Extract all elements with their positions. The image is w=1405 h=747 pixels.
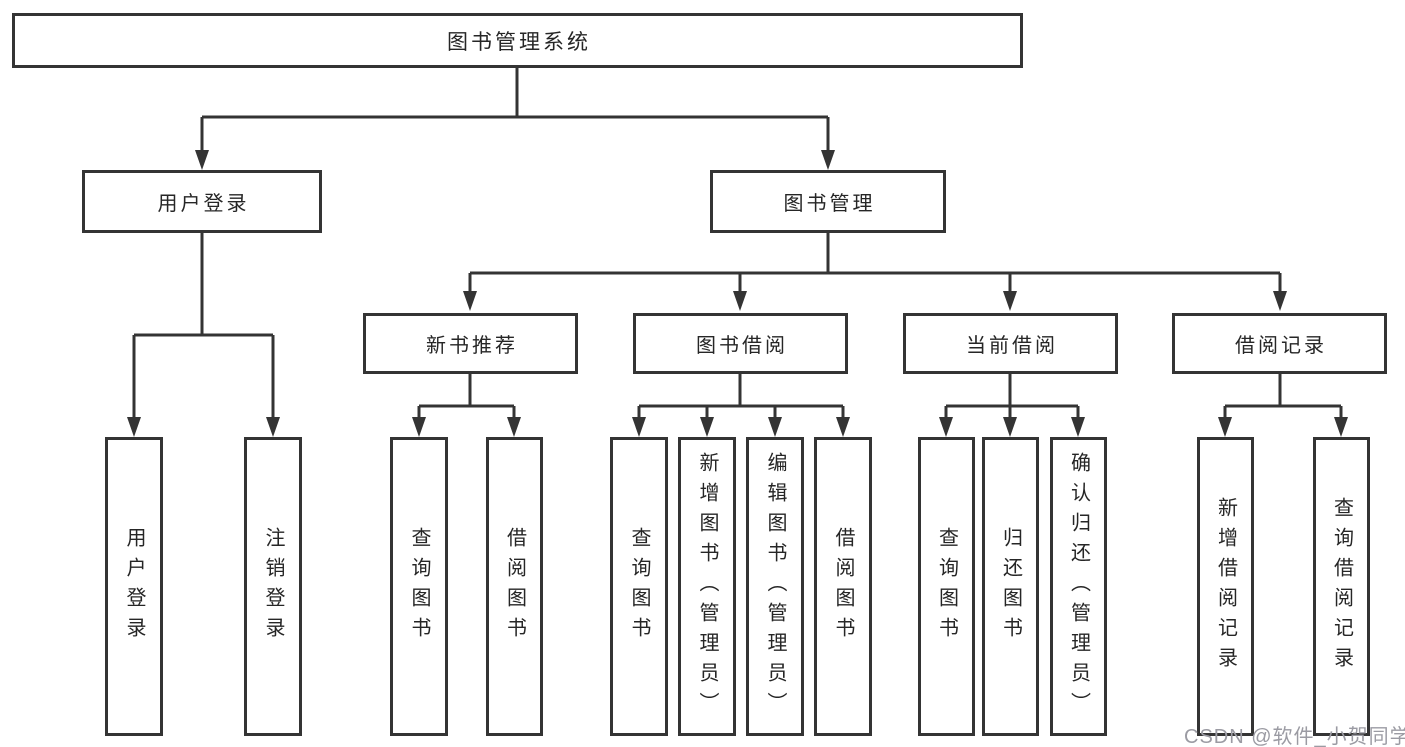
node-leaf-logout-label: 注销登录 xyxy=(262,526,284,647)
node-user-login: 用户登录 xyxy=(82,170,322,233)
node-current-borrowing-label: 当前借阅 xyxy=(966,335,1058,357)
csdn-watermark: CSDN @软件_小贺同学 xyxy=(1184,726,1405,747)
node-leaf-edit-books-admin: 编辑图书（管理员） xyxy=(746,437,804,736)
node-leaf-query-books-c-label: 查询图书 xyxy=(935,526,958,647)
node-leaf-borrow-books-b-label: 借阅图书 xyxy=(832,526,854,647)
node-borrow-records: 借阅记录 xyxy=(1172,313,1387,374)
node-leaf-add-books-admin: 新增图书（管理员） xyxy=(678,437,736,736)
connector-current-borrowing xyxy=(939,374,1085,437)
node-leaf-borrow-books-a-label: 借阅图书 xyxy=(503,526,526,647)
node-new-book-recommend-label: 新书推荐 xyxy=(426,335,518,357)
node-leaf-borrow-books-a: 借阅图书 xyxy=(486,437,543,736)
node-leaf-return-books: 归还图书 xyxy=(982,437,1039,736)
node-book-borrowing: 图书借阅 xyxy=(633,313,848,374)
node-root: 图书管理系统 xyxy=(12,13,1023,68)
node-leaf-add-borrow-record-label: 新增借阅记录 xyxy=(1214,496,1237,677)
node-book-borrowing-label: 图书借阅 xyxy=(696,335,788,357)
node-current-borrowing: 当前借阅 xyxy=(903,313,1118,374)
connector-book-borrowing xyxy=(632,374,850,437)
node-leaf-borrow-books-b: 借阅图书 xyxy=(814,437,872,736)
node-user-login-label: 用户登录 xyxy=(157,193,250,215)
node-leaf-query-books-a-label: 查询图书 xyxy=(408,526,430,647)
node-leaf-logout: 注销登录 xyxy=(244,437,302,736)
connector-root xyxy=(195,68,835,170)
node-leaf-query-books-b: 查询图书 xyxy=(610,437,668,736)
node-leaf-query-books-a: 查询图书 xyxy=(390,437,448,736)
node-leaf-query-borrow-record-label: 查询借阅记录 xyxy=(1330,496,1353,677)
node-book-management: 图书管理 xyxy=(710,170,946,233)
connector-borrow-records xyxy=(1218,374,1348,437)
node-leaf-add-books-admin-label: 新增图书（管理员） xyxy=(696,451,718,722)
node-leaf-edit-books-admin-label: 编辑图书（管理员） xyxy=(764,451,786,722)
node-leaf-confirm-return-admin-label: 确认归还（管理员） xyxy=(1067,451,1090,722)
node-new-book-recommend: 新书推荐 xyxy=(363,313,578,374)
node-leaf-confirm-return-admin: 确认归还（管理员） xyxy=(1050,437,1107,736)
node-leaf-query-books-b-label: 查询图书 xyxy=(628,526,650,647)
node-leaf-query-borrow-record: 查询借阅记录 xyxy=(1313,437,1370,736)
node-leaf-return-books-label: 归还图书 xyxy=(999,526,1022,647)
connector-user-login xyxy=(127,233,280,437)
node-leaf-add-borrow-record: 新增借阅记录 xyxy=(1197,437,1254,736)
node-root-label: 图书管理系统 xyxy=(447,30,591,54)
node-book-management-label: 图书管理 xyxy=(783,193,876,215)
node-leaf-user-login-label: 用户登录 xyxy=(123,526,145,647)
connector-book-management xyxy=(463,233,1287,311)
connector-new-book-recommend xyxy=(412,374,521,437)
node-leaf-query-books-c: 查询图书 xyxy=(918,437,975,736)
node-leaf-user-login: 用户登录 xyxy=(105,437,163,736)
node-borrow-records-label: 借阅记录 xyxy=(1235,335,1327,357)
